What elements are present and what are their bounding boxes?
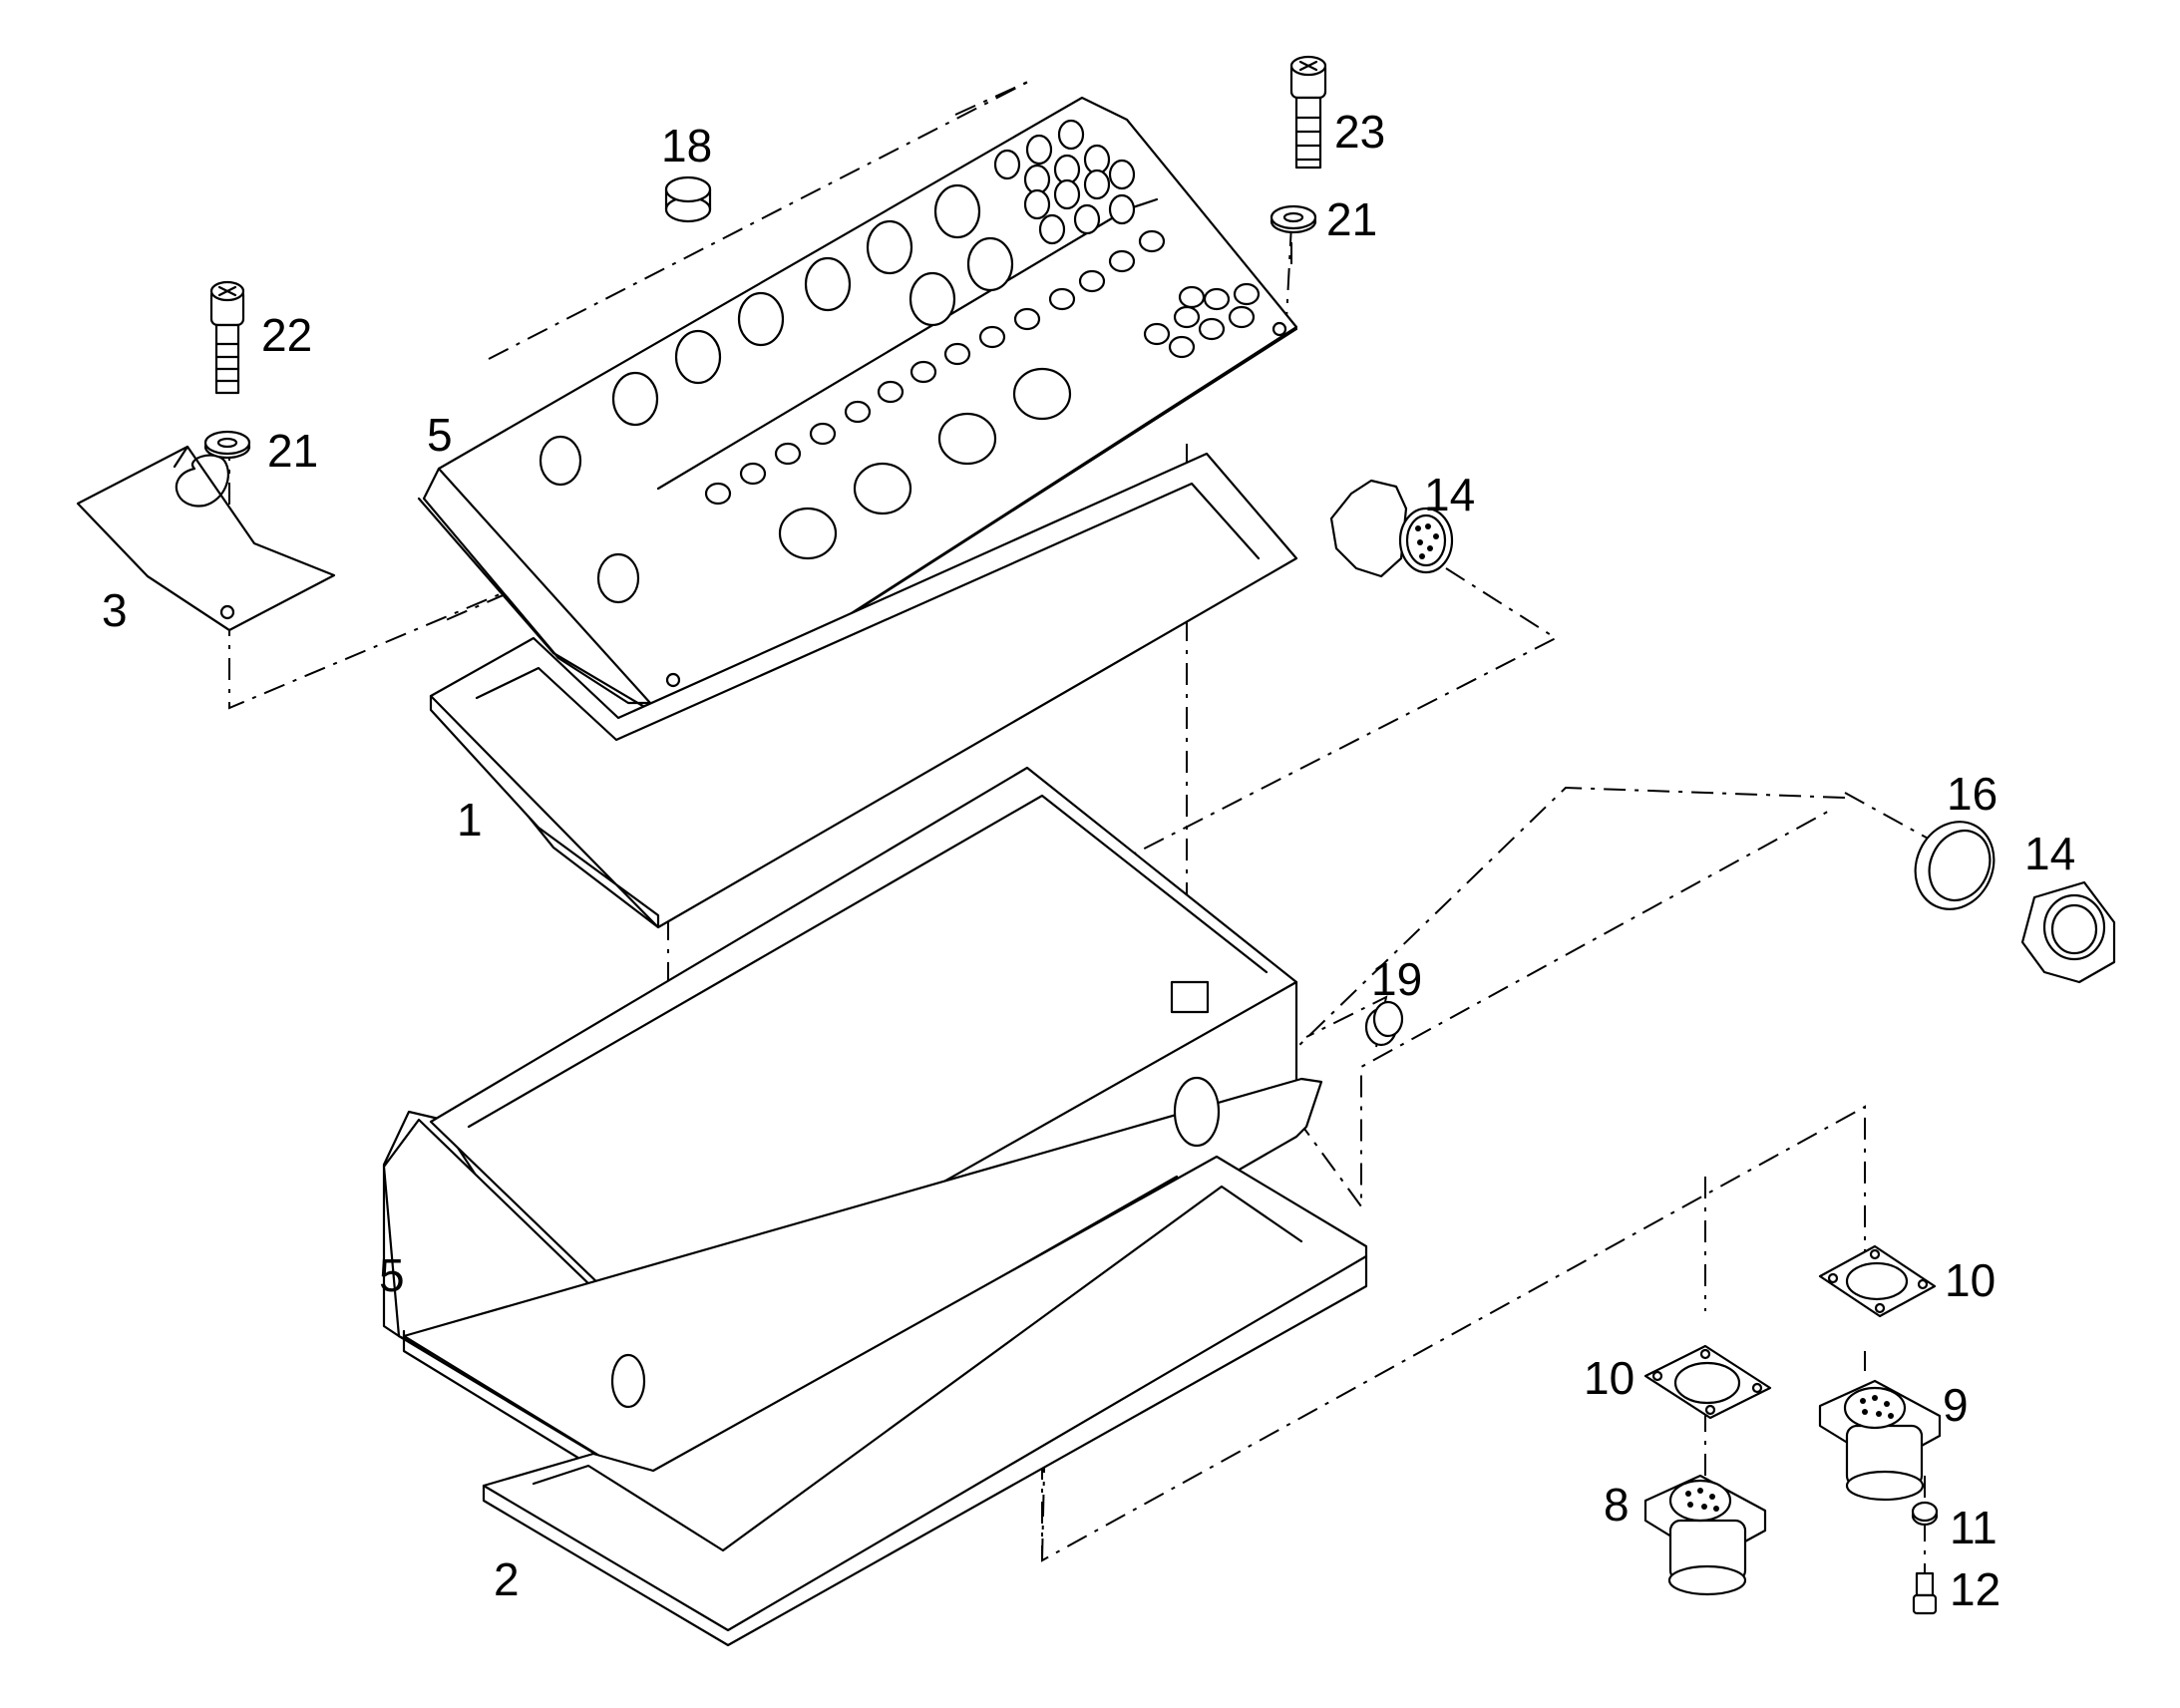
callout-8: 8 xyxy=(1604,1479,1630,1531)
plug-part-19 xyxy=(1364,1000,1404,1047)
washer-part-16 xyxy=(1914,821,1996,910)
callout-2: 2 xyxy=(494,1553,520,1605)
callout-3: 3 xyxy=(102,584,128,636)
callout-11: 11 xyxy=(1950,1502,1998,1553)
callout-14-right: 14 xyxy=(2024,828,2075,879)
plate-part-3 xyxy=(76,445,336,632)
bolt-part-23 xyxy=(1289,55,1327,170)
callout-14-top: 14 xyxy=(1424,469,1475,520)
washer-part-21-left xyxy=(203,430,251,460)
callout-16: 16 xyxy=(1947,768,1998,820)
washer-part-21-right xyxy=(1270,204,1317,234)
callout-5-panel: 5 xyxy=(427,409,453,461)
callout-22: 22 xyxy=(261,309,312,361)
nut-part-11 xyxy=(1911,1501,1939,1527)
callout-1: 1 xyxy=(457,794,483,846)
connector-part-8 xyxy=(1643,1474,1767,1596)
callout-12: 12 xyxy=(1950,1563,2000,1615)
screw-part-12 xyxy=(1912,1571,1938,1615)
callout-10-left: 10 xyxy=(1584,1352,1635,1404)
nut-part-14-right xyxy=(2020,880,2116,984)
bolt-part-22 xyxy=(209,280,245,395)
housing-part-5 xyxy=(382,766,1323,1503)
flange-part-10-right xyxy=(1818,1244,1937,1318)
connector-part-14-top xyxy=(1329,479,1454,578)
gasket-part-1 xyxy=(429,452,1298,929)
top-panel-part-5 xyxy=(417,96,1298,730)
callout-19: 19 xyxy=(1371,953,1422,1005)
part-callouts: 1 2 3 5 5 8 9 10 10 11 12 14 14 16 18 19… xyxy=(102,106,2075,1615)
callout-9: 9 xyxy=(1943,1379,1969,1431)
plug-part-18 xyxy=(664,175,712,223)
flange-part-10-left xyxy=(1643,1344,1772,1420)
callout-23: 23 xyxy=(1334,106,1385,158)
connector-part-9 xyxy=(1818,1379,1942,1502)
callout-21-left: 21 xyxy=(267,425,318,477)
callout-21-right: 21 xyxy=(1326,193,1377,245)
gasket-part-2 xyxy=(482,1155,1368,1647)
callout-18: 18 xyxy=(661,120,712,171)
callout-5-housing: 5 xyxy=(379,1249,405,1301)
panel-holes xyxy=(539,119,1287,688)
callout-10-right: 10 xyxy=(1945,1254,1996,1306)
